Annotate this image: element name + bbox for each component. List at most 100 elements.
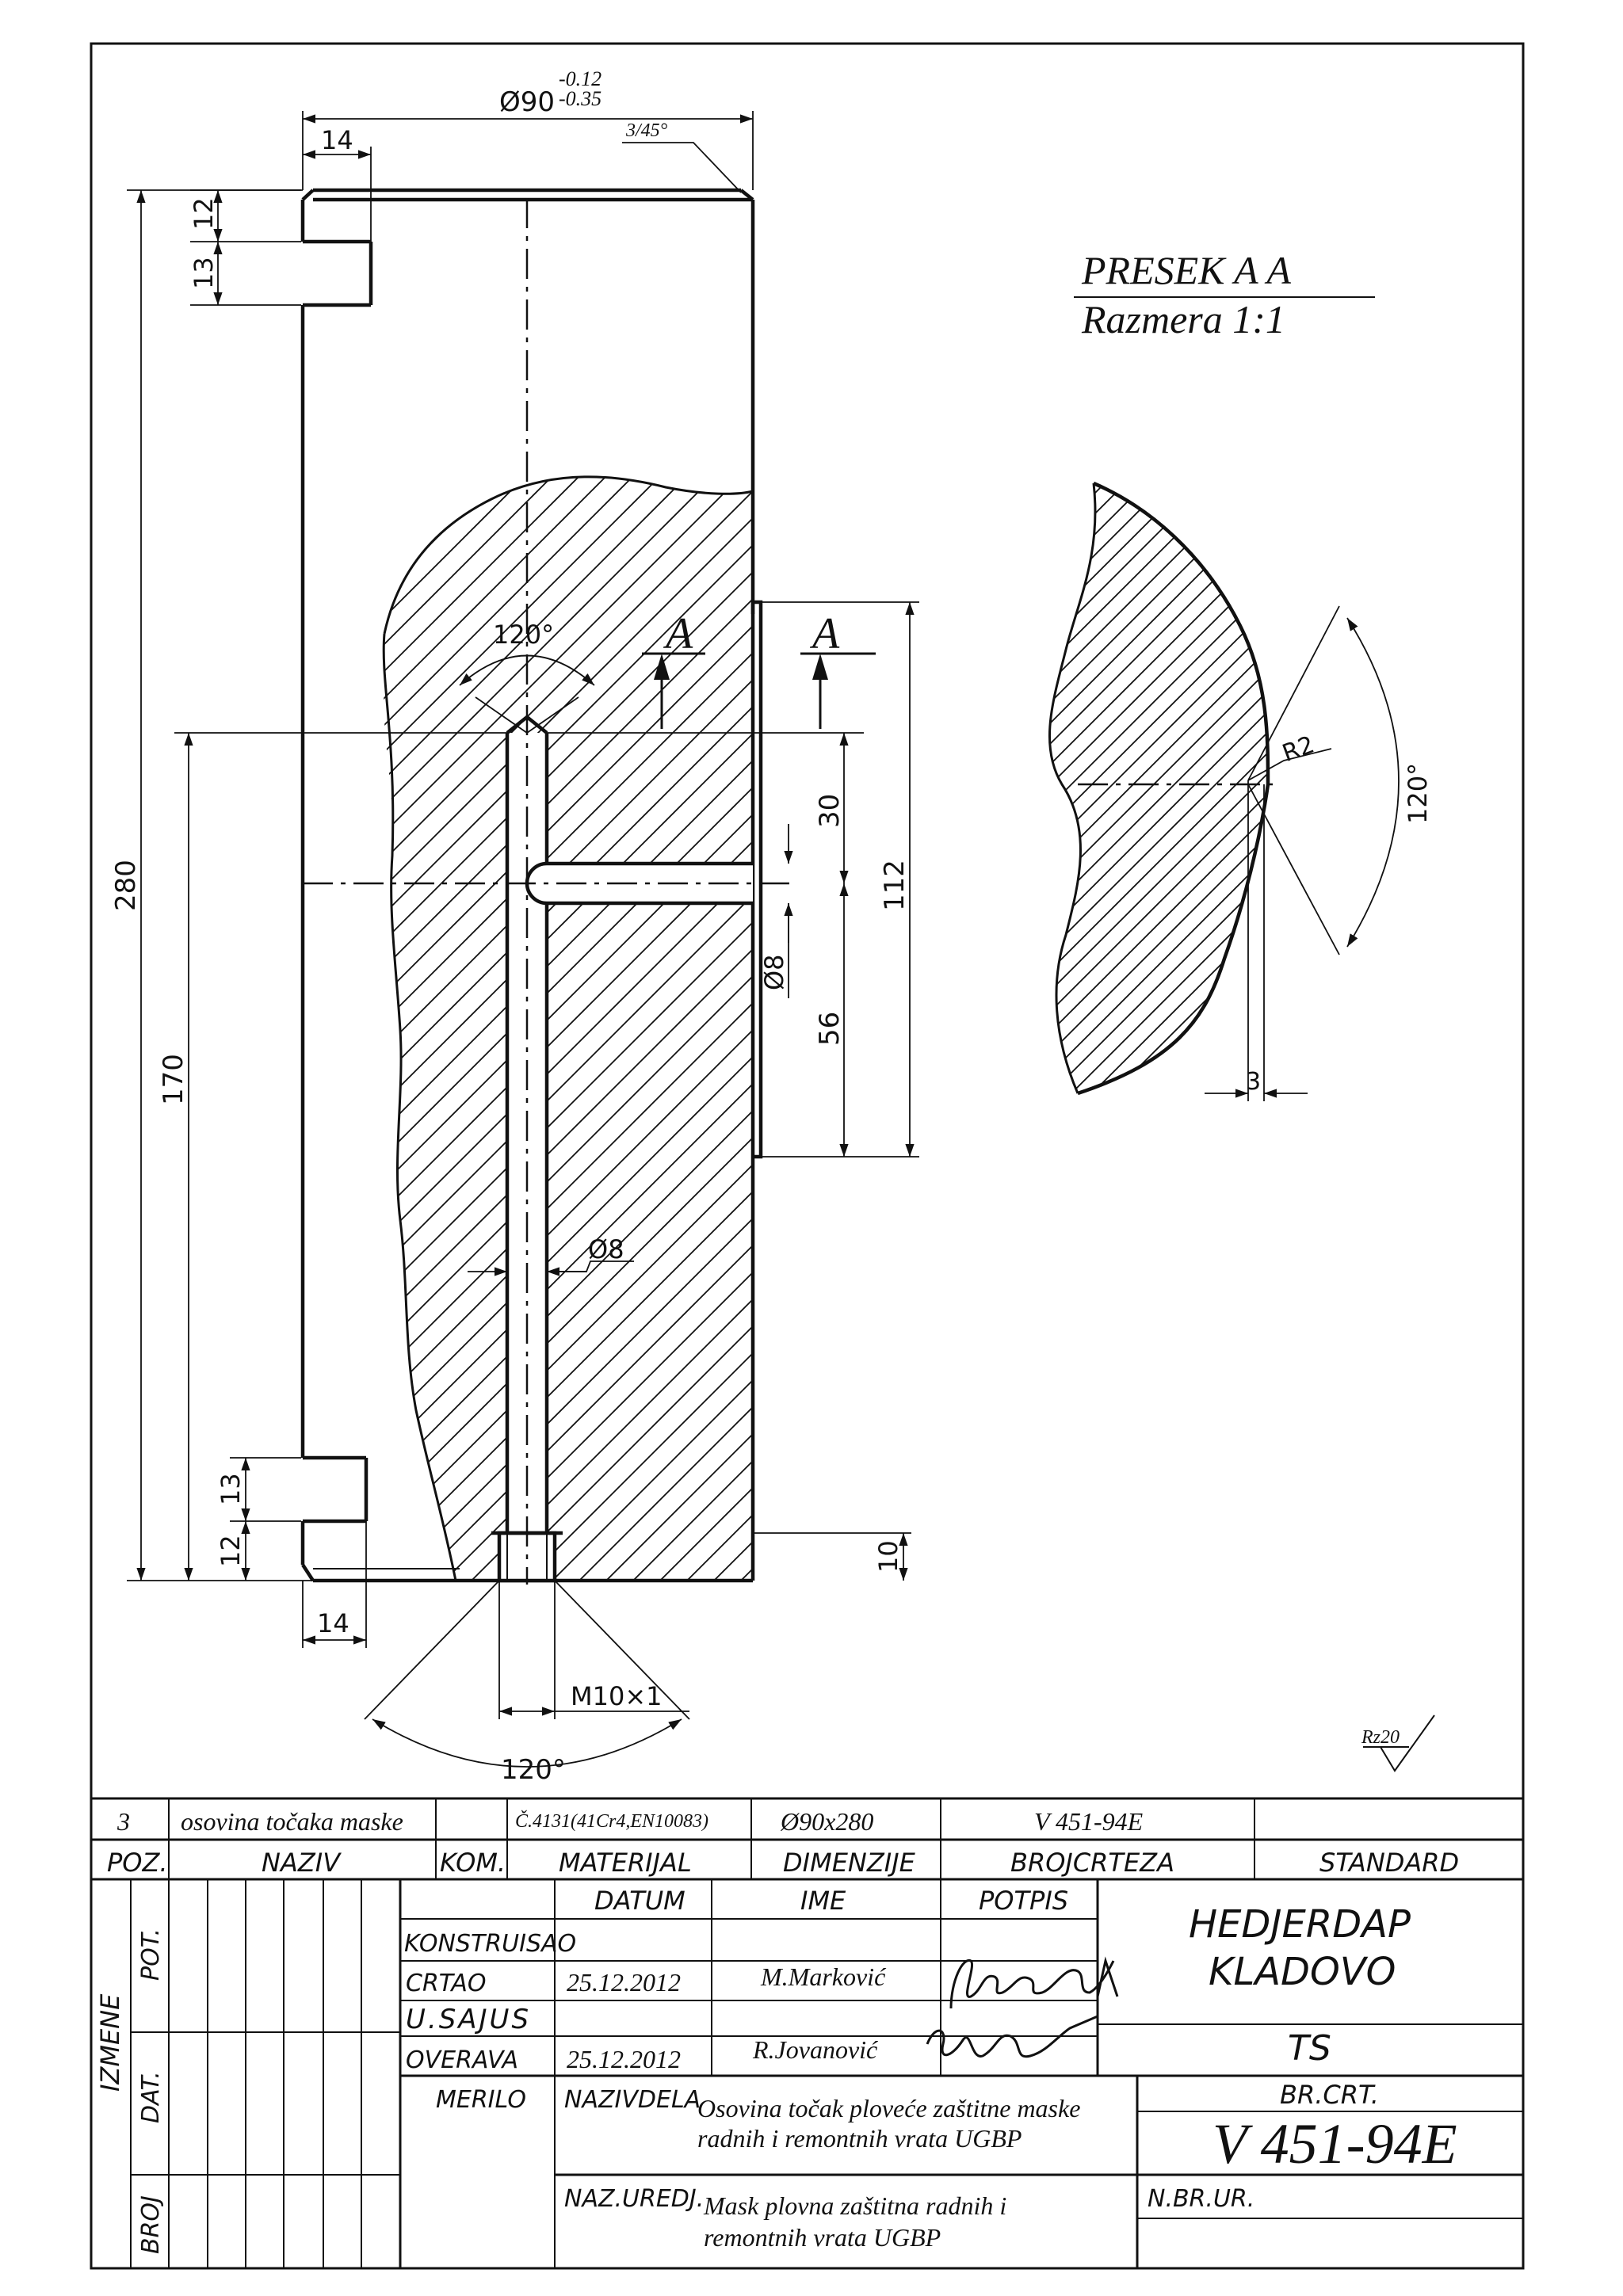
hatch-line	[384, 476, 753, 1581]
dim-170: 170	[158, 1054, 189, 1105]
side-label-broj: BROJ	[137, 2195, 165, 2254]
part-dimensions: Ø90x280	[780, 1807, 873, 1836]
hatch-line	[384, 476, 508, 1581]
row-label-crtao: CRTAO	[406, 1970, 487, 1997]
part-drawing-no: V 451-94E	[1034, 1807, 1144, 1836]
dim-112: 112	[879, 860, 911, 911]
dim-angle-120-bottom: 120°	[501, 1754, 566, 1786]
header-standard: STANDARD	[1319, 1848, 1459, 1878]
hatch-line	[384, 476, 562, 1581]
dim-56: 56	[814, 1012, 846, 1046]
surface-roughness-symbol: Rz20	[1361, 1714, 1435, 1772]
dim-angle-120-top: 120°	[493, 620, 554, 650]
dim-10: 10	[873, 1540, 903, 1573]
row-date-overava: 25.12.2012	[567, 2045, 681, 2073]
hatch-line	[384, 476, 400, 1581]
part-name: osovina točaka maske	[181, 1807, 403, 1836]
hatch-line	[1049, 483, 1268, 1093]
hatch-line	[1049, 483, 1268, 1093]
hatch-line	[1049, 483, 1268, 1093]
hatch-line	[1049, 483, 1134, 1093]
hatch-line	[1049, 483, 1268, 1093]
hatch-line	[384, 476, 670, 1581]
changes-label: IZMENE	[95, 1993, 125, 2092]
hatch-line	[384, 476, 481, 1581]
parts-list: 3 osovina točaka maske Č.4131(41Cr4,EN10…	[91, 1797, 1523, 1881]
row-date-crtao: 25.12.2012	[567, 1968, 681, 1997]
hatch-line	[404, 475, 1030, 1101]
hatch-line	[384, 476, 589, 1581]
hatch-line	[384, 476, 753, 1581]
dim-crossbore-8: Ø8	[759, 954, 789, 990]
hatch-line	[440, 476, 753, 1581]
hatch-line	[1270, 475, 1623, 1101]
sheet-border	[90, 42, 1525, 2270]
tolerance-upper: -0.12	[559, 67, 601, 90]
hatch-line	[384, 476, 753, 1581]
hatch-line	[1049, 483, 1268, 1093]
section-angle: 120°	[1403, 763, 1433, 824]
hatch-line	[384, 476, 753, 1581]
col-sign: POTPIS	[979, 1886, 1068, 1916]
hatch-line	[384, 476, 753, 1581]
hatch-line	[384, 476, 753, 1581]
hatched-section	[0, 467, 753, 1585]
company-line2: KLADOVO	[1209, 1950, 1396, 1994]
assembly-line1: Mask plovna zaštitna radnih i	[703, 2191, 1006, 2220]
hatch-line	[384, 476, 753, 1581]
hatch-line	[386, 476, 753, 1581]
hatch-line	[1049, 483, 1268, 1093]
dim-14-top: 14	[321, 125, 353, 155]
hatch-line	[1049, 483, 1268, 1093]
hatch-line	[413, 476, 753, 1581]
section-radius: R2	[1279, 731, 1318, 769]
shaft-main-view	[0, 188, 792, 1585]
part-pos: 3	[116, 1807, 130, 1836]
dimensions: Ø90 -0.12 -0.35 3/45° 14 12 13 280 170 1…	[110, 67, 919, 1786]
hatch-line	[1049, 483, 1216, 1093]
hatch-line	[494, 476, 753, 1581]
section-letter-left: A	[663, 609, 693, 658]
hatch-line	[384, 476, 753, 1581]
header-pos: POZ.	[107, 1848, 168, 1878]
dim-13-bottom: 13	[216, 1473, 246, 1505]
col-name: IME	[800, 1886, 846, 1916]
hatch-line	[384, 476, 753, 1581]
hatch-line	[1166, 483, 1268, 1093]
section-scale: Razmera 1:1	[1081, 297, 1285, 341]
part-name-line1: Osovina točak ploveće zaštitne maske	[697, 2094, 1080, 2122]
col-date: DATUM	[594, 1886, 685, 1916]
section-offset: 3	[1246, 1068, 1261, 1096]
hatch-line	[0, 467, 372, 1585]
header-drawing-no: BROJCRTEZA	[1010, 1848, 1174, 1878]
hatch-line	[384, 476, 753, 1581]
hatch-line	[521, 476, 753, 1581]
hatch-line	[384, 476, 753, 1581]
dim-thread: M10×1	[571, 1681, 663, 1711]
hatch-line	[384, 476, 753, 1581]
assembly-label: NAZ.UREDJ.	[564, 2185, 704, 2213]
part-name-line2: radnih i remontnih vrata UGBP	[697, 2124, 1022, 2153]
hatch-line	[1049, 483, 1237, 1093]
department: TS	[1288, 2028, 1331, 2069]
hatch-line	[1049, 483, 1268, 1093]
hatch-line	[1049, 483, 1268, 1093]
dim-diameter-90: Ø90	[499, 86, 555, 118]
dim-axial-bore-8: Ø8	[588, 1234, 624, 1264]
dim-280: 280	[110, 860, 142, 911]
hatch-line	[384, 476, 750, 1581]
hatch-line	[1049, 483, 1196, 1093]
part-name-label: NAZIVDELA	[564, 2086, 701, 2114]
hatch-line	[1049, 483, 1268, 1093]
hatch-line	[384, 476, 753, 1581]
hatch-line	[384, 476, 427, 1581]
hatch-line	[384, 476, 643, 1581]
hatch-line	[1049, 483, 1268, 1093]
row-label-overava: OVERAVA	[406, 2046, 518, 2074]
hatch-line	[384, 476, 753, 1581]
drawing-no: V 451-94E	[1212, 2112, 1457, 2176]
hatch-line	[1049, 483, 1113, 1093]
side-label-dat: DAT.	[137, 2071, 165, 2123]
hatch-line	[384, 476, 753, 1581]
